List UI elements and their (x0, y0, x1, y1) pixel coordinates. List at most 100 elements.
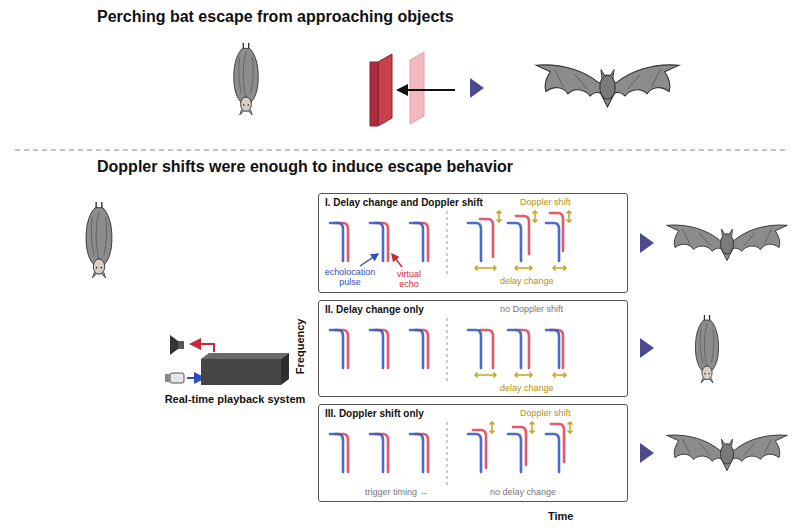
pulse-glyph (335, 223, 348, 261)
shift-arrow (490, 422, 495, 433)
shift-arrow (530, 422, 535, 433)
pulse-glyph (508, 330, 521, 368)
pulse-glyph (546, 330, 559, 368)
annotation: Doppler shift (520, 408, 571, 418)
shift-arrow (534, 211, 535, 222)
pulse-glyph (375, 223, 388, 261)
playback-arrow (191, 344, 214, 352)
shift-arrow (553, 374, 566, 375)
approaching-plate (378, 54, 392, 126)
shift-arrow (553, 267, 566, 268)
annotation: virtual echo (388, 269, 430, 290)
annotation: no delay change (490, 487, 556, 497)
shift-arrow (475, 373, 496, 378)
pulse-glyph (370, 434, 383, 472)
pulse-glyph (468, 223, 481, 261)
shift-arrow (515, 374, 532, 375)
shift-arrow (475, 374, 496, 375)
shift-arrow (498, 211, 499, 222)
leader-line (392, 254, 402, 267)
leader-line (360, 254, 378, 266)
shift-arrow (515, 266, 532, 271)
pulse-glyph (335, 434, 348, 472)
pulse-glyph (330, 330, 343, 368)
speaker-symbol (178, 341, 184, 349)
device-box (201, 353, 289, 359)
axis-label: Frequency (294, 308, 307, 384)
pulse-glyph (546, 223, 559, 261)
pulse-glyph (508, 434, 521, 472)
device-box (281, 353, 289, 385)
playback-device: Real-time playback system (153, 345, 317, 415)
annotation: no Doppler shift (500, 304, 563, 314)
approach-arrow (398, 89, 455, 91)
plate-side (370, 62, 378, 126)
divider-line (15, 149, 785, 150)
pulse-glyph (550, 213, 563, 251)
device-box (153, 345, 303, 390)
shift-arrow (569, 422, 570, 433)
shift-arrow (497, 211, 502, 222)
annotation: echolocation pulse (320, 267, 380, 288)
microphone-symbol (170, 373, 184, 383)
section-heading: Doppler shifts were enough to induce esc… (97, 158, 513, 176)
shift-arrow (568, 422, 573, 433)
pulse-glyph (375, 434, 388, 472)
flying-bat (667, 435, 788, 471)
pulse-glyph (415, 330, 428, 368)
shift-arrow (475, 266, 496, 271)
shift-arrow (567, 211, 572, 222)
device-box (201, 359, 281, 385)
shift-arrow (531, 422, 532, 433)
title: Perching bat escape from approaching obj… (97, 8, 454, 26)
pulse-glyph (516, 216, 529, 254)
shift-arrow (491, 422, 492, 433)
pulse-glyph (415, 223, 428, 261)
shift-arrow (515, 373, 532, 378)
shift-arrow (533, 211, 538, 222)
result-triangle (640, 338, 654, 358)
condition-panel: I. Delay change and Doppler shift (318, 193, 628, 293)
pulse-glyph (415, 434, 428, 472)
speaker-symbol (170, 335, 178, 355)
pulse-glyph (410, 434, 423, 472)
condition-panel: II. Delay change only (318, 300, 628, 397)
pulse-glyph (375, 330, 388, 368)
microphone-symbol (165, 374, 170, 382)
trigger-line (447, 422, 448, 486)
annotation: Doppler shift (520, 197, 571, 207)
panel-title: II. Delay change only (325, 304, 424, 316)
pulse-glyph (516, 330, 529, 368)
trigger-line (447, 211, 448, 275)
shift-arrow (515, 267, 532, 268)
plate-ghost (410, 52, 424, 124)
shift-arrow (553, 373, 566, 378)
annotation: delay change (500, 276, 554, 286)
flying-bat (667, 225, 788, 261)
pulse-glyph (508, 223, 521, 261)
annotation: trigger timing → (365, 487, 429, 497)
panel-title: I. Delay change and Doppler shift (325, 197, 483, 209)
pulse-glyph (370, 223, 383, 261)
shift-arrow (568, 211, 569, 222)
device-label: Real-time playback system (153, 393, 317, 406)
perching-bat (234, 43, 258, 115)
shift-arrow (475, 267, 496, 268)
pulse-glyph (330, 434, 343, 472)
pulse-glyph (551, 424, 564, 462)
pulse-glyph (370, 330, 383, 368)
annotation: delay change (500, 383, 554, 393)
shift-arrow (553, 266, 566, 271)
result-triangle (470, 78, 484, 98)
trigger-line (447, 318, 448, 382)
perching-bat (695, 315, 718, 383)
result-triangle (640, 443, 654, 463)
pulse-glyph (330, 223, 343, 261)
pulse-glyph (468, 330, 481, 368)
flying-bat (536, 65, 679, 107)
perching-bat (86, 202, 112, 278)
pulse-glyph (546, 434, 559, 472)
condition-panel: III. Doppler shift only (318, 404, 628, 502)
